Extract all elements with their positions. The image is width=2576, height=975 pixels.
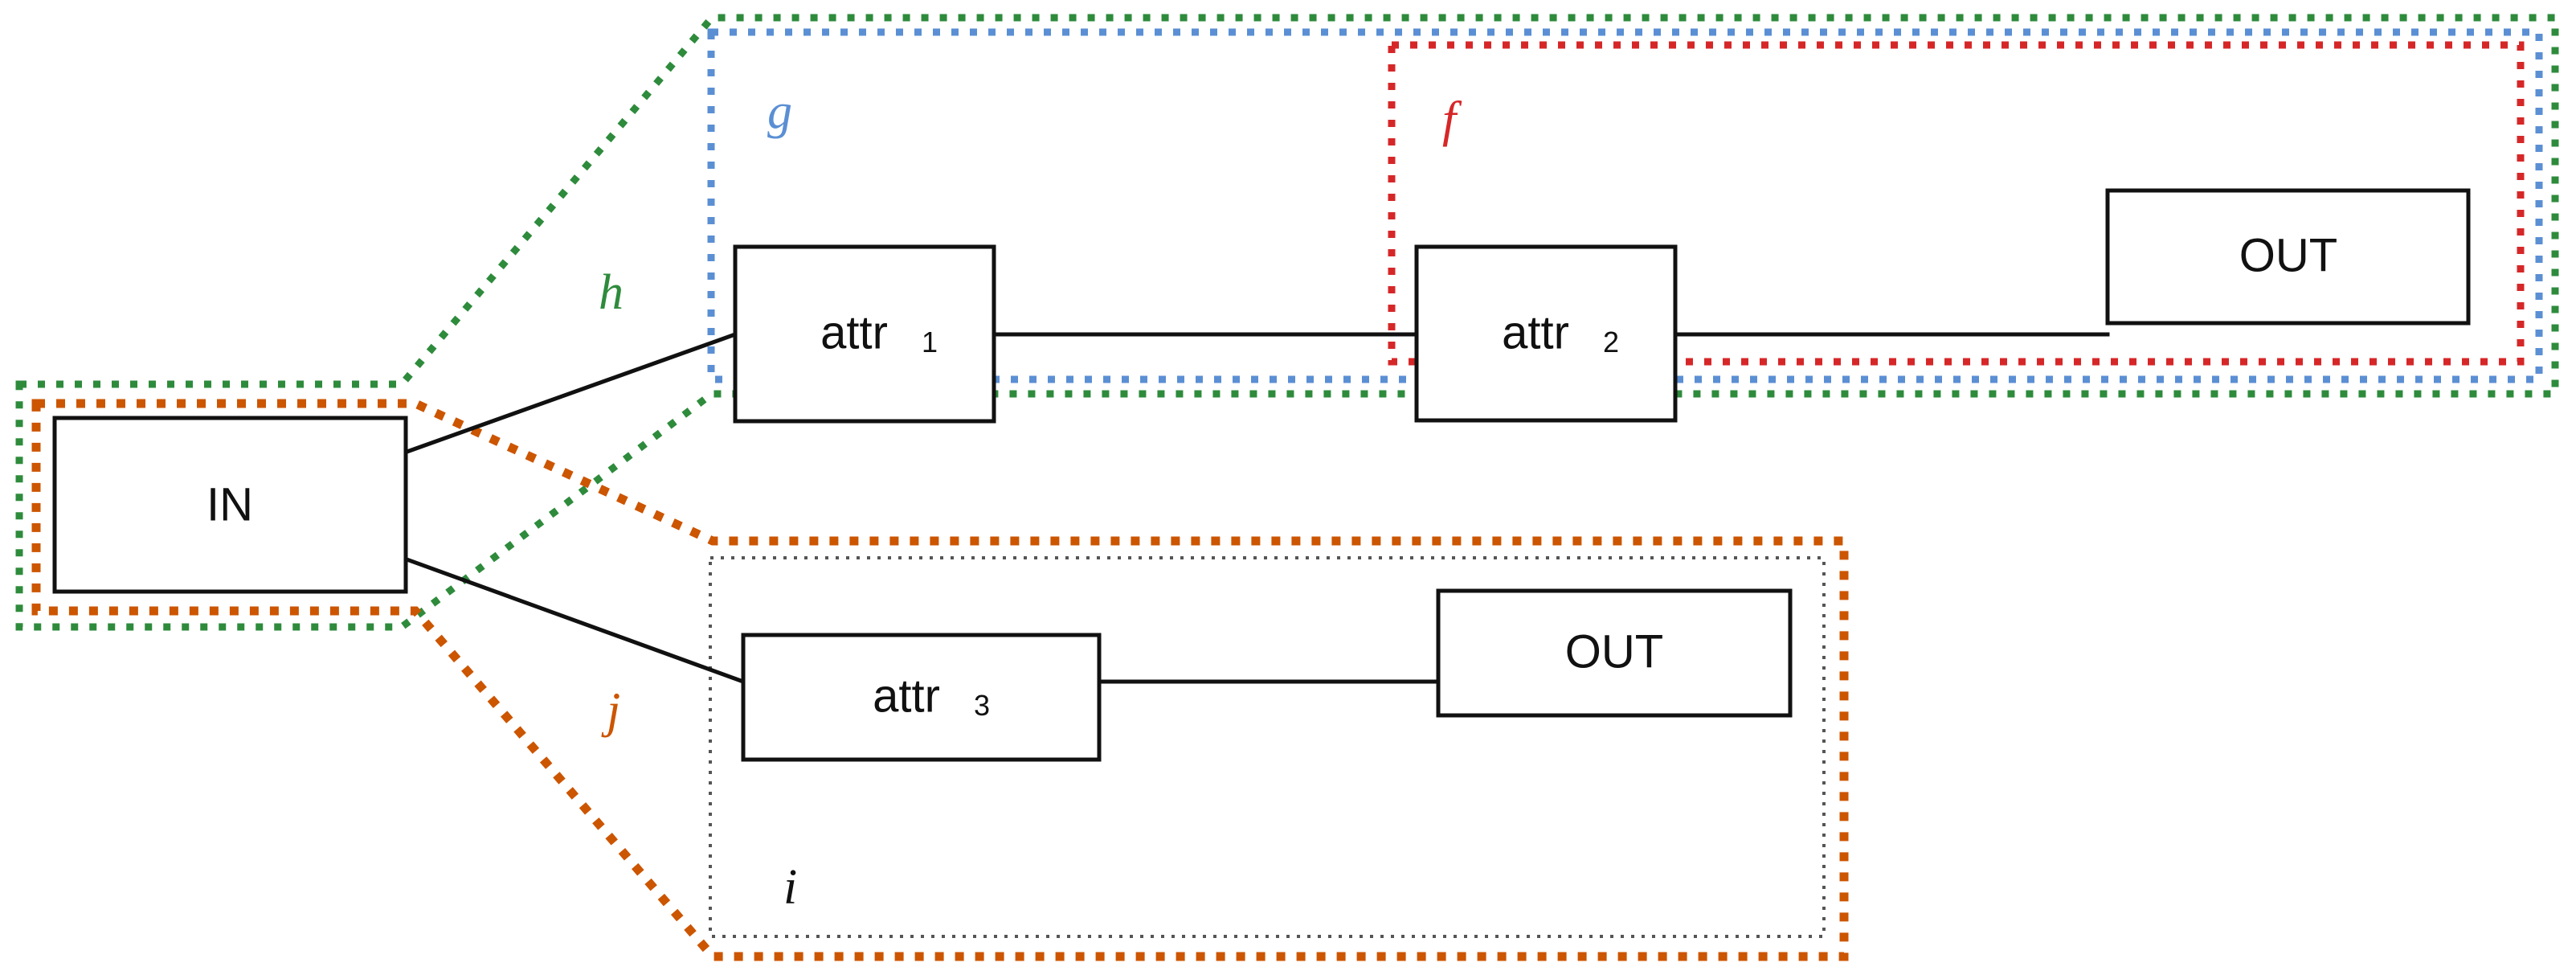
edge-in-attr1 bbox=[397, 331, 738, 457]
region-outline-h bbox=[15, 14, 2559, 631]
node-attr1-label: attr bbox=[820, 306, 888, 358]
node-out-top-rect[interactable] bbox=[2105, 188, 2471, 326]
node-in-label: IN bbox=[206, 478, 253, 531]
region-label-f: f bbox=[1442, 92, 1462, 147]
node-out-top-label: OUT bbox=[2239, 229, 2337, 281]
edge-in-attr3 bbox=[397, 554, 746, 685]
node-attr2-label: attr bbox=[1502, 306, 1569, 358]
region-outline-j bbox=[31, 399, 1849, 961]
node-attr3-label: attr bbox=[873, 670, 940, 722]
node-attr3-subscript: 3 bbox=[974, 689, 990, 722]
region-label-h: h bbox=[599, 265, 624, 320]
node-attr2-subscript: 2 bbox=[1603, 326, 1619, 358]
node-attr2-rect[interactable] bbox=[1414, 244, 1678, 423]
node-attr3[interactable]: attr 3 bbox=[741, 633, 1102, 762]
region-outline-f bbox=[1388, 41, 2525, 366]
node-attr1-subscript: 1 bbox=[922, 326, 938, 358]
region-outline-i bbox=[709, 556, 1826, 938]
region-label-g: g bbox=[767, 84, 792, 139]
node-out-bottom-label: OUT bbox=[1565, 625, 1663, 678]
region-label-j: j bbox=[601, 683, 620, 738]
node-in[interactable]: IN bbox=[52, 416, 408, 594]
node-out-top[interactable]: OUT bbox=[2105, 188, 2471, 326]
node-attr1-rect[interactable] bbox=[733, 244, 996, 424]
node-out-bottom-rect[interactable] bbox=[1436, 588, 1793, 718]
region-label-i: i bbox=[783, 860, 797, 915]
node-in-rect[interactable] bbox=[52, 416, 408, 594]
node-attr1[interactable]: attr 1 bbox=[733, 244, 996, 424]
node-out-bottom[interactable]: OUT bbox=[1436, 588, 1793, 718]
node-attr2[interactable]: attr 2 bbox=[1414, 244, 1678, 423]
node-attr3-rect[interactable] bbox=[741, 633, 1102, 762]
